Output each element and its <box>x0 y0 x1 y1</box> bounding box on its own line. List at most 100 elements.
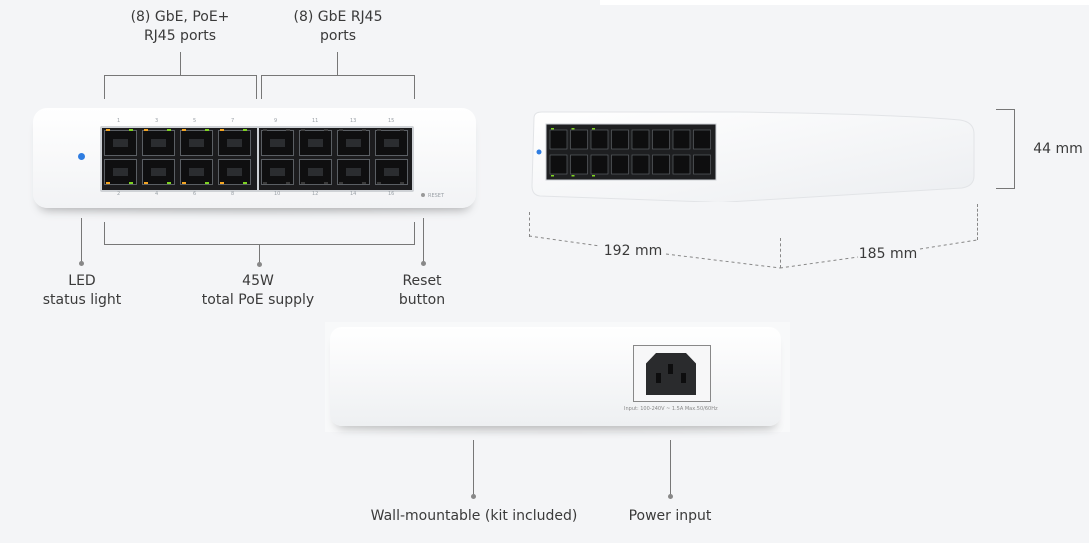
reset-callout-line <box>423 218 424 262</box>
iso-rj45-port <box>611 154 629 175</box>
rj45-port <box>375 130 408 156</box>
rj45-port <box>337 159 370 185</box>
port-led <box>129 182 133 184</box>
port-number-bottom: 16 <box>388 191 395 197</box>
rj45-port <box>104 159 137 185</box>
power-pin-left <box>656 373 661 383</box>
dim-left-tick <box>529 212 530 237</box>
port-led <box>301 129 305 131</box>
iso-rj45-port <box>672 154 691 175</box>
power-callout-line <box>670 440 671 496</box>
rj45-port <box>261 130 294 156</box>
port-number-bottom: 2 <box>117 191 121 197</box>
port-number-top: 1 <box>117 118 121 124</box>
port-led <box>263 129 267 131</box>
port-number-bottom: 6 <box>193 191 197 197</box>
led-callout-dot <box>79 261 84 266</box>
label-depth: 185 mm <box>858 246 918 262</box>
iso-rj45-port <box>631 154 650 175</box>
reset-callout-dot <box>421 261 426 266</box>
port-led <box>377 182 381 184</box>
label-poe-ports: (8) GbE, PoE+RJ45 ports <box>130 9 230 44</box>
label-wall-mount: Wall-mountable (kit included) <box>370 508 578 524</box>
port-led <box>339 129 343 131</box>
port-led <box>243 129 247 131</box>
port-number-top: 3 <box>155 118 159 124</box>
rj45-port <box>375 159 408 185</box>
rj45-port <box>299 130 332 156</box>
iso-rj45-port <box>590 154 609 175</box>
iso-port-led <box>592 175 595 177</box>
rj45-port <box>180 159 213 185</box>
iso-rj45-port <box>590 129 609 150</box>
iso-rj45-port <box>570 154 588 175</box>
label-width: 192 mm <box>603 243 663 259</box>
port-led <box>243 182 247 184</box>
poe-supply-dot <box>257 262 262 267</box>
port-led <box>339 182 343 184</box>
port-number-top: 7 <box>231 118 235 124</box>
port-led <box>144 129 148 131</box>
port-led <box>362 182 366 184</box>
port-number-top: 9 <box>274 118 278 124</box>
power-inlet-icon <box>646 353 696 395</box>
rj45-port <box>299 159 332 185</box>
dim-right-tick <box>977 204 978 240</box>
port-led <box>324 129 328 131</box>
port-led <box>144 182 148 184</box>
led-callout-line <box>81 218 82 262</box>
iso-port-led <box>571 175 575 177</box>
port-led <box>182 129 186 131</box>
port-number-bottom: 4 <box>155 191 159 197</box>
iso-port-led <box>551 175 554 177</box>
port-number-bottom: 8 <box>231 191 235 197</box>
poe-bracket-stem <box>180 52 181 75</box>
rj45-port <box>142 130 175 156</box>
rj45-port <box>180 130 213 156</box>
port-led <box>220 182 224 184</box>
iso-rj45-port <box>611 129 629 150</box>
port-led <box>167 129 171 131</box>
label-power-input: Power input <box>628 508 712 524</box>
port-led <box>182 182 186 184</box>
wall-mount-callout-line <box>473 440 474 496</box>
iso-rj45-port <box>693 154 711 175</box>
port-led <box>400 182 404 184</box>
port-led <box>362 129 366 131</box>
rj45-port <box>142 159 175 185</box>
iso-rj45-port <box>693 129 711 150</box>
port-led <box>106 129 110 131</box>
iso-rj45-port <box>631 129 650 150</box>
iso-rj45-port <box>652 154 670 175</box>
iso-rj45-port <box>672 129 691 150</box>
rj45-port <box>218 130 251 156</box>
status-led <box>78 153 85 160</box>
port-number-bottom: 10 <box>274 191 281 197</box>
iso-rj45-port <box>549 129 568 150</box>
rj45-port <box>337 130 370 156</box>
height-bracket <box>996 109 1015 189</box>
port-led <box>324 182 328 184</box>
rj45-port <box>261 159 294 185</box>
port-led <box>263 182 267 184</box>
port-number-bottom: 12 <box>312 191 319 197</box>
port-led <box>286 129 290 131</box>
port-number-top: 13 <box>350 118 357 124</box>
port-led <box>106 182 110 184</box>
iso-port-led <box>551 128 554 130</box>
poe-ports-bracket <box>104 75 257 99</box>
port-number-top: 5 <box>193 118 197 124</box>
port-led <box>377 129 381 131</box>
port-number-top: 11 <box>312 118 319 124</box>
port-led <box>205 182 209 184</box>
reset-small-label: RESET <box>428 193 445 199</box>
iso-port-led <box>592 128 595 130</box>
gbe-bracket-stem <box>337 52 338 75</box>
port-led <box>129 129 133 131</box>
port-led <box>301 182 305 184</box>
rj45-port <box>104 130 137 156</box>
